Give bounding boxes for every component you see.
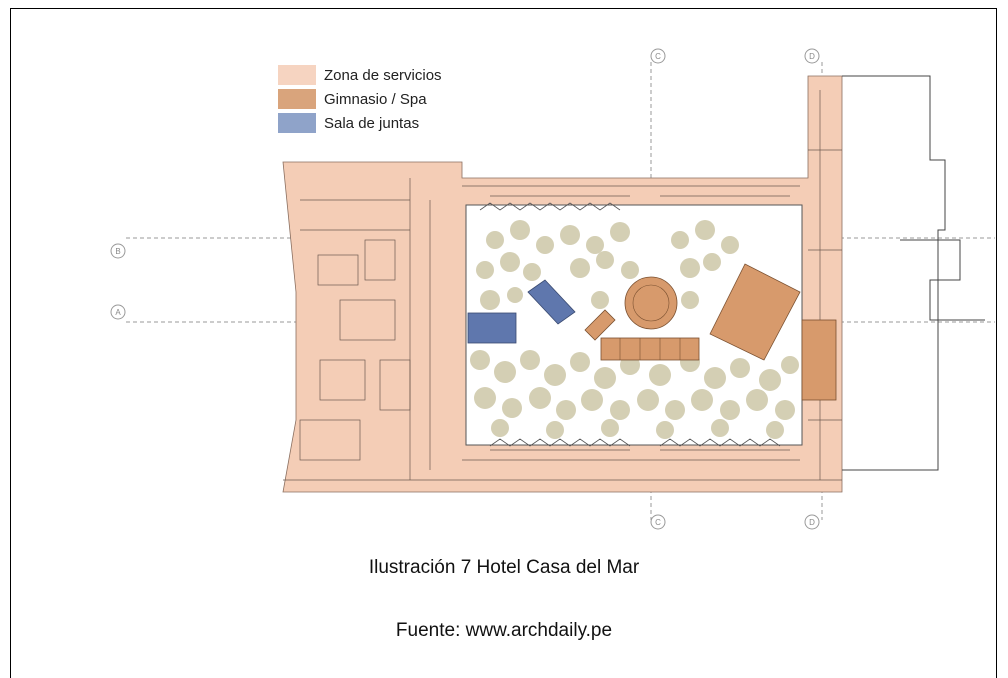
gym-details [619,284,681,360]
legend-label-service: Zona de servicios [324,66,442,84]
legend-swatch-meeting [278,113,316,133]
meeting-rooms [467,279,576,344]
grid-label-a: A [115,308,121,317]
figure-frame [10,8,997,678]
legend-swatch-gym [278,89,316,109]
neighbour-outline [842,75,985,471]
grid-bubbles [110,48,820,530]
service-walls [283,90,842,481]
grid-label-b: B [115,247,120,256]
figure-caption: Ilustración 7 Hotel Casa del Mar [368,557,640,578]
trees [470,220,799,439]
legend-item-gym: Gimnasio / Spa [278,88,442,110]
grid-label-d-bottom: D [809,518,815,527]
gym-spa [584,263,837,401]
legend-label-meeting: Sala de juntas [324,114,420,132]
legend: Zona de servicios Gimnasio / Spa Sala de… [278,64,442,136]
legend-label-gym: Gimnasio / Spa [324,90,427,108]
stall-rows [479,202,781,447]
figure-source: Fuente: www.archdaily.pe [395,620,613,641]
legend-swatch-service [278,65,316,85]
grid-label-c-top: C [655,52,661,61]
legend-item-service: Zona de servicios [278,64,442,86]
grid-label-c-bottom: C [655,518,661,527]
grid-label-d-top: D [809,52,815,61]
legend-item-meeting: Sala de juntas [278,112,442,134]
